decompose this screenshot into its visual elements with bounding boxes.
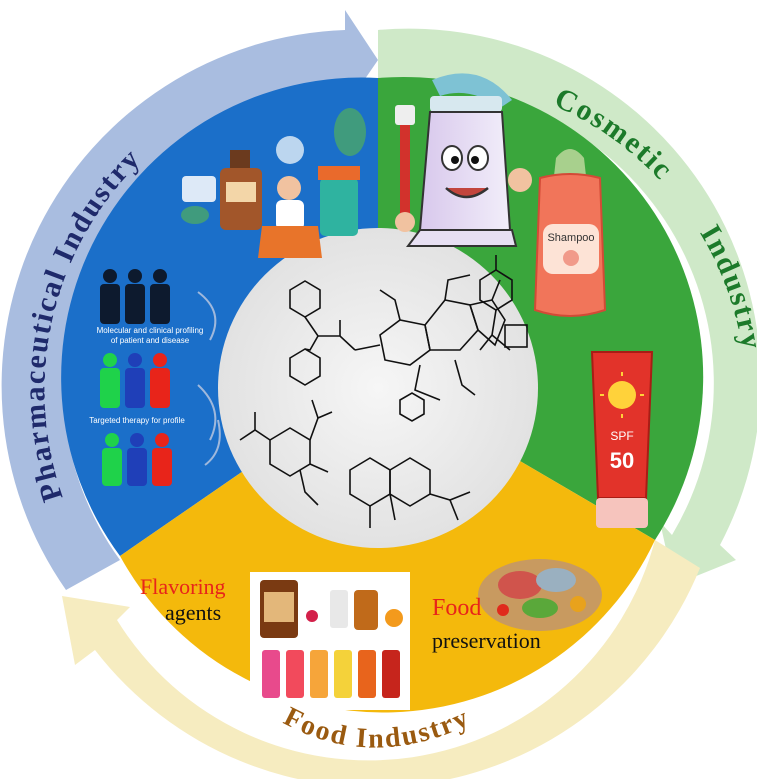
targeted-therapy-text: Targeted therapy for profile — [89, 416, 185, 425]
spf-value: 50 — [610, 448, 634, 473]
shampoo-label: Shampoo — [547, 232, 594, 244]
profiling-text-line2: of patient and disease — [111, 336, 190, 345]
person-silhouette-icon — [100, 269, 221, 486]
spf-label: SPF — [610, 429, 633, 443]
flavor-bottles-icon — [250, 572, 410, 710]
agents-label: agents — [165, 600, 221, 625]
outer-arrow-band-pharma — [1, 10, 379, 590]
sunscreen-tube-icon: SPF 50 — [590, 351, 654, 528]
preservation-label: preservation — [432, 628, 541, 653]
center-circle — [218, 228, 538, 548]
shampoo-bottle-icon: Shampoo — [533, 149, 607, 317]
toothpaste-mascot-icon — [395, 73, 532, 247]
chemical-structure-icon — [239, 255, 528, 528]
food-plate-icon — [478, 559, 602, 631]
flavoring-label: Flavoring — [140, 574, 226, 599]
outer-arrow-band-cosmetic — [378, 28, 757, 585]
profiling-text-line1: Molecular and clinical profiling — [97, 326, 204, 335]
food-label: Food — [432, 595, 481, 621]
outer-arrow-band-food — [62, 540, 700, 779]
pharma-illustration — [181, 108, 366, 258]
